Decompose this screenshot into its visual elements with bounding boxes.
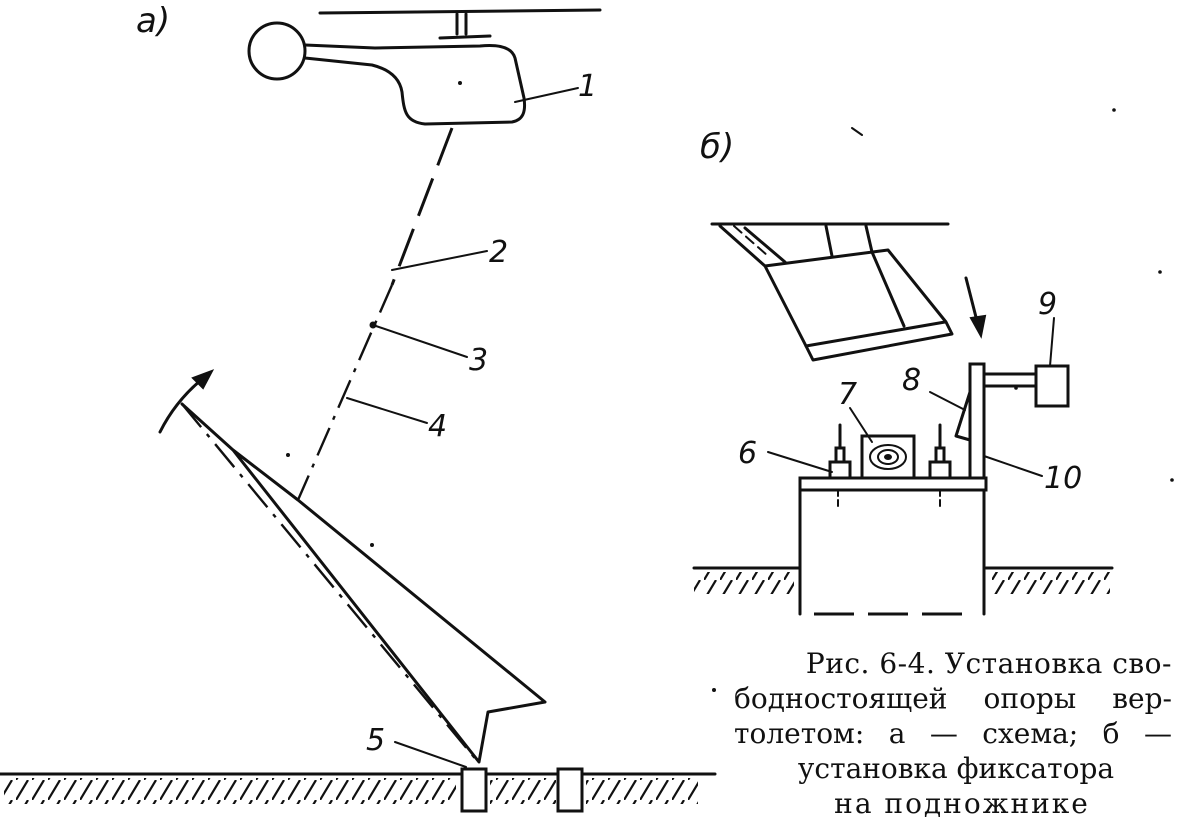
callout-10: 10 [1044, 461, 1082, 496]
panel-a-label: a) [136, 1, 170, 41]
post-and-fixator [954, 362, 1070, 480]
caption-line-5: на подножнике [834, 787, 1090, 820]
caption-line-1: Рис. 6-4. Установка сво- [805, 647, 1172, 680]
callout-6: 6 [738, 436, 757, 471]
ground-a [0, 767, 717, 813]
hanging-pole-axis [296, 284, 394, 501]
foundation [798, 476, 988, 616]
callout-4: 4 [428, 409, 447, 444]
ground-b [692, 566, 1114, 594]
down-arrow [964, 276, 987, 339]
coil-element [860, 434, 916, 480]
caption-line-2: бодностоящей опоры вер- [734, 682, 1172, 715]
caption-line-3: толетом: а — схема; б — [734, 717, 1172, 750]
caption-line-4: установка фиксатора [797, 752, 1115, 785]
pole [180, 402, 547, 764]
callout-1: 1 [578, 69, 597, 104]
fixture-bracket [710, 222, 954, 362]
callout-7: 7 [838, 377, 857, 412]
anchor-bolts [828, 423, 952, 480]
callout-8: 8 [902, 363, 921, 398]
callout-5: 5 [366, 723, 385, 758]
callout-2: 2 [489, 235, 508, 270]
rotation-arrow [158, 369, 215, 434]
sling-rope [390, 127, 454, 286]
callout-9: 9 [1038, 287, 1057, 322]
helicopter [247, 8, 602, 126]
panel-b-label: б) [700, 127, 734, 167]
figure-caption: Рис. 6-4. Установка сво- бодностоящей оп… [728, 646, 1172, 821]
callout-3: 3 [469, 343, 488, 378]
